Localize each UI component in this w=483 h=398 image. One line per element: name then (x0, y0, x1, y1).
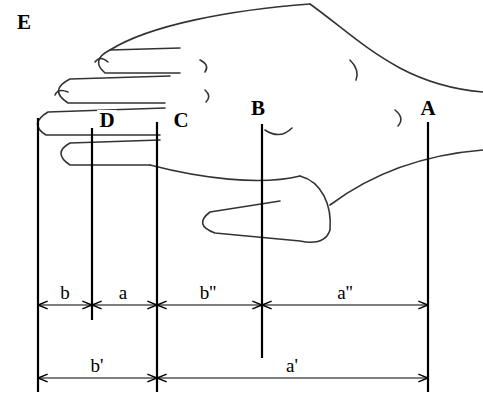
dimension-label: a (117, 283, 129, 302)
dimension-label: b'' (198, 283, 218, 302)
point-letter: D (97, 110, 116, 131)
point-letter: C (171, 110, 190, 131)
point-letter: B (249, 98, 267, 119)
dimension-label: b' (89, 356, 106, 375)
dimension-label: a'' (335, 283, 354, 302)
point-letter: A (418, 98, 437, 119)
dimension-label: b (58, 283, 72, 302)
dimension-label: a' (284, 356, 300, 375)
point-letter: E (15, 12, 33, 33)
